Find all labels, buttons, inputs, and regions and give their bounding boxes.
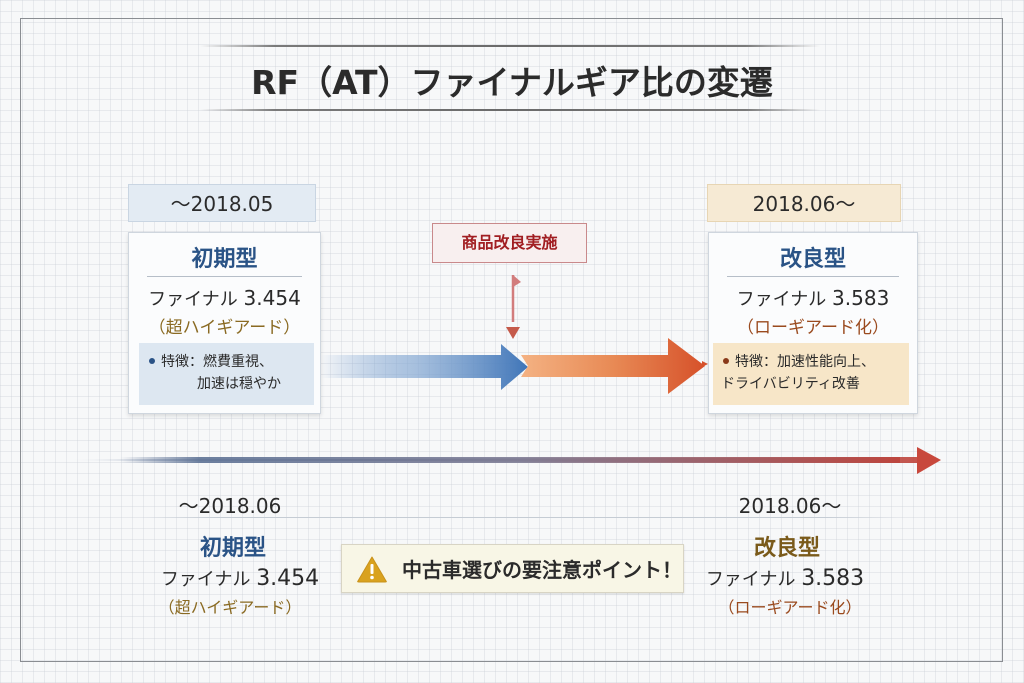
final-value: 3.583 <box>832 286 890 310</box>
bottom-gearing-after: （ローギアード化） <box>718 598 862 617</box>
card-title: 初期型 <box>191 247 258 272</box>
arrow-right-icon-blue <box>320 344 528 390</box>
final-label: ファイナル <box>148 289 238 310</box>
title-rule-bottom <box>200 109 820 111</box>
note-line-2: 加速は穏やか <box>197 376 281 392</box>
title-rule-top <box>200 45 820 47</box>
card-title: 改良型 <box>779 247 846 272</box>
feature-note: 特徴：燃費重視、 加速は穏やか <box>139 343 314 405</box>
gearing-note: （ローギアード化） <box>737 318 889 338</box>
warning-icon <box>357 556 387 582</box>
bullet-icon <box>723 358 729 364</box>
page-title: RF（AT）ファイナルギア比の変遷 <box>251 63 773 102</box>
final-ratio: ファイナル 3.583 <box>709 285 917 311</box>
card-initial-model: 初期型 ファイナル 3.454 （超ハイギアード） 特徴：燃費重視、 加速は穏や… <box>128 232 321 414</box>
arrow-down-icon <box>506 275 521 339</box>
final-label: ファイナル <box>160 569 251 590</box>
final-value: 3.583 <box>801 566 865 591</box>
note-line-1: 特徴：燃費重視、 <box>161 354 273 370</box>
date-tag-after: 2018.06〜 <box>707 184 901 222</box>
final-ratio: ファイナル 3.454 <box>129 285 320 311</box>
warning-text: 中古車選びの要注意ポイント！ <box>402 558 682 582</box>
diagram-frame <box>20 18 1003 662</box>
arrow-right-icon-orange <box>521 338 705 394</box>
timeline-arrow <box>68 447 941 474</box>
date-tag-before: 〜2018.05 <box>128 184 316 222</box>
bottom-final-before: ファイナル 3.454 <box>140 565 340 591</box>
product-improvement-callout: 商品改良実施 <box>432 223 587 263</box>
bottom-gearing-before: （超ハイギアード） <box>158 598 302 617</box>
bottom-date-after: 2018.06〜 <box>738 494 842 518</box>
bottom-final-after: ファイナル 3.583 <box>685 565 885 591</box>
final-value: 3.454 <box>243 286 301 310</box>
bottom-divider <box>140 517 900 518</box>
pointer-icon <box>702 361 708 367</box>
final-label: ファイナル <box>736 289 827 310</box>
feature-note: 特徴：加速性能向上、 ドライバビリティ改善 <box>713 343 909 405</box>
note-line-2: ドライバビリティ改善 <box>721 376 860 392</box>
note-line-1: 特徴：加速性能向上、 <box>735 354 875 370</box>
card-improved-model: 改良型 ファイナル 3.583 （ローギアード化） 特徴：加速性能向上、 ドライ… <box>708 232 918 414</box>
final-label: ファイナル <box>705 569 796 590</box>
gearing-note: （超ハイギアード） <box>148 318 301 338</box>
final-value: 3.454 <box>256 566 320 591</box>
bottom-date-before: 〜2018.06 <box>178 494 282 518</box>
bottom-model-after: 改良型 <box>753 536 820 561</box>
card-divider <box>727 276 899 277</box>
card-divider <box>147 276 302 277</box>
warning-banner: 中古車選びの要注意ポイント！ <box>341 544 684 593</box>
bottom-model-before: 初期型 <box>199 536 266 561</box>
bullet-icon <box>149 358 155 364</box>
